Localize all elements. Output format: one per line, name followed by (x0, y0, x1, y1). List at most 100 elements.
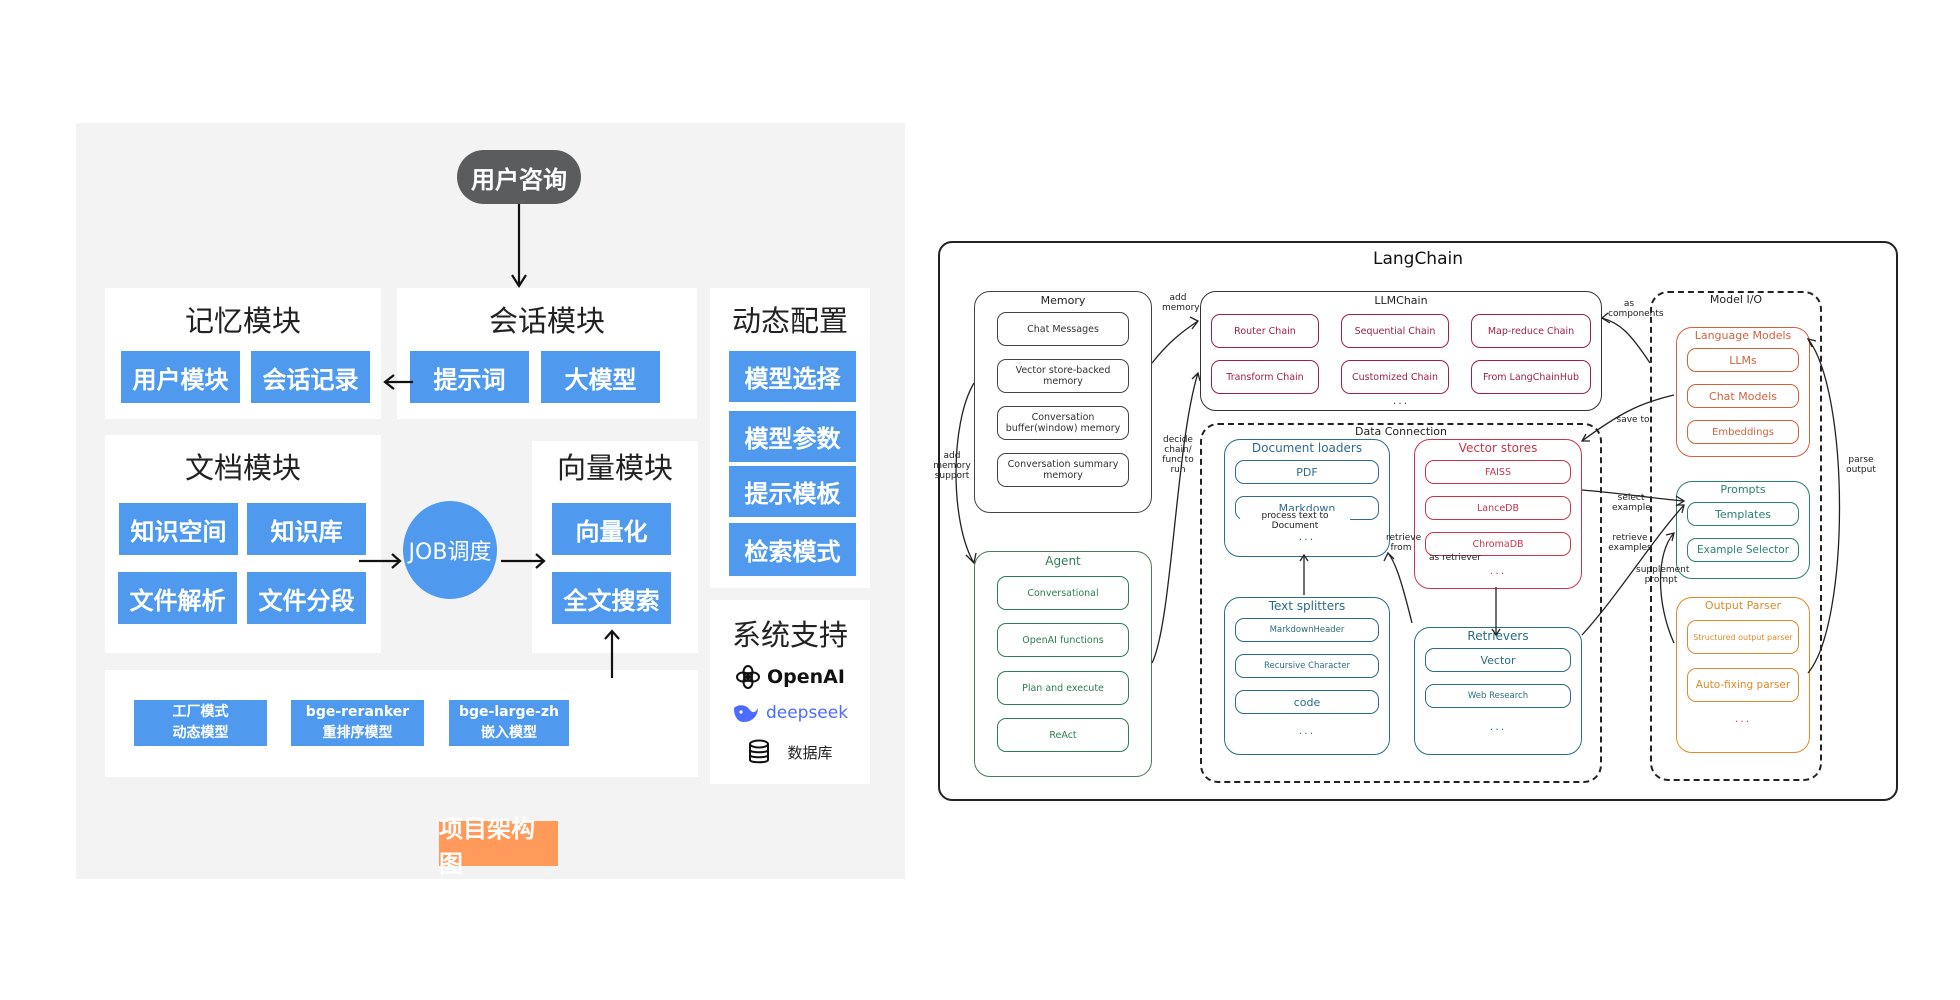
document-module-title: 文档模块 (184, 451, 301, 485)
output-parser-more: ... (1734, 712, 1752, 725)
file-segment-block: 文件分段 (247, 572, 366, 624)
knowledge-base-block: 知识库 (247, 503, 366, 555)
system-support-title: 系统支持 (731, 618, 848, 652)
retrievers-group: Retrievers Vector Web Research ... (1414, 627, 1582, 755)
dynamic-config-panel: 动态配置 模型选择 模型参数 提示模板 检索模式 (710, 288, 870, 588)
memory-item: Conversation summary memory (997, 453, 1129, 487)
prompts-group: Prompts Templates Example Selector (1676, 481, 1810, 579)
session-module-panel: 会话模块 提示词 大模型 (397, 288, 697, 419)
session-record-block: 会话记录 (251, 351, 370, 403)
model-line2: 重排序模型 (322, 725, 393, 741)
model-select-block: 模型选择 (729, 351, 856, 402)
agent-item: Conversational (997, 576, 1129, 610)
document-loader-item: PDF (1235, 460, 1379, 484)
fulltext-search-block: 全文搜索 (552, 572, 671, 624)
model-line1: bge-large-zh (459, 704, 559, 720)
data-connection-title: Data Connection (1354, 425, 1447, 438)
language-model-item: LLMs (1687, 348, 1799, 372)
vector-store-item: LanceDB (1425, 496, 1571, 520)
edge-label-add-memory: add memory (1162, 293, 1200, 313)
prompt-block: 提示词 (410, 351, 529, 403)
agent-item: Plan and execute (997, 671, 1129, 705)
model-line2: 动态模型 (172, 725, 229, 741)
vector-store-item: FAISS (1425, 460, 1571, 484)
edge-label-retrieve-examples: retrieve examples (1608, 533, 1652, 553)
llmchain-item: Transform Chain (1211, 360, 1319, 394)
language-models-group: Language Models LLMs Chat Models Embeddi… (1676, 327, 1810, 457)
agent-title: Agent (1045, 554, 1081, 568)
user-module-block: 用户模块 (121, 351, 240, 403)
llmchain-item: From LangChainHub (1471, 360, 1591, 394)
reranker-model-block: bge-reranker 重排序模型 (291, 700, 424, 746)
memory-module-title: 记忆模块 (184, 304, 301, 338)
vector-stores-title: Vector stores (1458, 441, 1538, 455)
document-loaders-group: Document loaders PDF Markdown ... (1224, 439, 1390, 557)
diagram-caption: 项目架构图 (439, 815, 558, 878)
factory-model-block: 工厂模式 动态模型 (134, 700, 267, 746)
database-icon (749, 739, 770, 764)
edge-label-as-components: as components (1608, 299, 1664, 319)
session-module-title: 会话模块 (488, 304, 605, 338)
connector-memory-llmchain (1151, 320, 1199, 364)
connector-agent-llmchain (1151, 372, 1199, 664)
connector-memory-llmchain-head (1189, 316, 1199, 330)
prompt-item: Example Selector (1687, 538, 1799, 562)
retriever-item: Web Research (1425, 684, 1571, 708)
vectorize-block: 向量化 (552, 503, 671, 555)
model-io-title: Model I/O (1709, 293, 1763, 306)
text-splitter-item: Recursive Character (1235, 654, 1379, 678)
arrow-query-to-session-head (511, 274, 527, 289)
openai-label: OpenAI (767, 666, 845, 688)
memory-item: Conversation buffer(window) memory (997, 406, 1129, 440)
memory-item: Vector store-backed memory (997, 359, 1129, 393)
embedding-model-block: bge-large-zh 嵌入模型 (449, 700, 569, 746)
deepseek-logo: deepseek (710, 702, 870, 724)
document-module-panel: 文档模块 知识空间 知识库 文件解析 文件分段 (105, 435, 381, 653)
openai-logo: OpenAI (710, 664, 870, 690)
system-support-panel: 系统支持 OpenAI deepseek (710, 600, 870, 784)
vector-module-title: 向量模块 (556, 451, 673, 485)
document-loaders-more: ... (1298, 530, 1316, 543)
agent-item: ReAct (997, 718, 1129, 752)
agent-item: OpenAI functions (997, 623, 1129, 657)
connector-modelio-llmchain (1601, 317, 1651, 364)
retrieval-mode-block: 检索模式 (729, 523, 856, 576)
arrow-prompt-to-record-head (383, 374, 395, 390)
retrievers-more: ... (1489, 720, 1507, 733)
edge-label-select-example: select example (1612, 493, 1651, 513)
llmchain-group: LLMChain Router Chain Sequential Chain M… (1200, 291, 1602, 411)
model-io-group: Model I/O Language Models LLMs Chat Mode… (1650, 291, 1822, 781)
edge-label-add-memory-support: add memory support (933, 451, 971, 481)
user-query-node: 用户咨询 (457, 150, 581, 204)
llm-block: 大模型 (541, 351, 660, 403)
output-parser-group: Output Parser Structured output parser A… (1676, 597, 1810, 753)
llmchain-item: Router Chain (1211, 314, 1319, 348)
document-loaders-title: Document loaders (1251, 441, 1363, 455)
text-splitters-group: Text splitters MarkdownHeader Recursive … (1224, 597, 1390, 755)
models-panel: 工厂模式 动态模型 bge-reranker 重排序模型 bge-large-z… (105, 670, 698, 777)
text-splitter-item: code (1235, 690, 1379, 714)
arrow-doc-to-job-head (391, 553, 402, 569)
llmchain-item: Map-reduce Chain (1471, 314, 1591, 348)
prompt-template-block: 提示模板 (729, 466, 856, 517)
memory-group: Memory Chat Messages Vector store-backed… (974, 291, 1152, 513)
language-model-item: Chat Models (1687, 384, 1799, 408)
memory-item: Chat Messages (997, 312, 1129, 346)
agent-group: Agent Conversational OpenAI functions Pl… (974, 551, 1152, 777)
prompts-title: Prompts (1720, 483, 1766, 496)
edge-label-decide-chain: decide chain/ func to run (1162, 435, 1194, 475)
connector-agent-llmchain-head (1191, 371, 1201, 382)
database-row: 数据库 (710, 739, 870, 765)
dynamic-config-title: 动态配置 (731, 304, 848, 338)
model-line1: bge-reranker (305, 704, 410, 720)
deepseek-label: deepseek (765, 703, 849, 723)
text-splitters-more: ... (1298, 724, 1316, 737)
model-params-block: 模型参数 (729, 411, 856, 462)
langchain-title: LangChain (1372, 249, 1463, 269)
llmchain-more: ... (1392, 394, 1410, 407)
architecture-diagram: 用户咨询 记忆模块 用户模块 会话记录 会话模块 提示词 大模型 文档模块 知识… (76, 123, 905, 879)
vector-stores-group: Vector stores FAISS LanceDB ChromaDB ... (1414, 439, 1582, 589)
llmchain-item: Customized Chain (1341, 360, 1449, 394)
file-parse-block: 文件解析 (118, 572, 237, 624)
database-label: 数据库 (787, 743, 833, 762)
